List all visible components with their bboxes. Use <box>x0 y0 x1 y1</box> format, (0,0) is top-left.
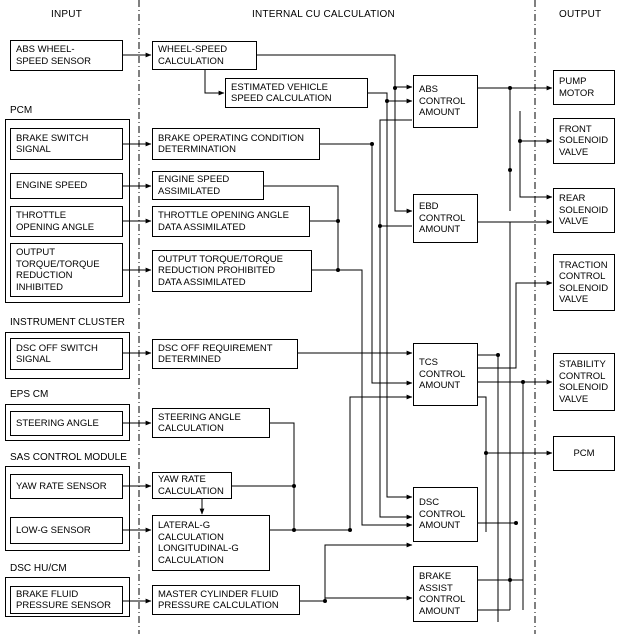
input-brake-switch-signal: BRAKE SWITCH SIGNAL <box>10 128 123 160</box>
input-engine-speed: ENGINE SPEED <box>10 173 123 199</box>
control-ebd-amount: EBD CONTROL AMOUNT <box>413 194 478 243</box>
input-output-torque: OUTPUT TORQUE/TORQUE REDUCTION INHIBITED <box>10 243 123 297</box>
control-abs-amount: ABS CONTROL AMOUNT <box>413 75 478 128</box>
calc-estimated-vehicle-speed: ESTIMATED VEHICLE SPEED CALCULATION <box>225 78 368 108</box>
output-pump-motor: PUMP MOTOR <box>553 70 615 105</box>
calc-wheel-speed: WHEEL-SPEED CALCULATION <box>152 41 257 70</box>
group-frame-eps-cm <box>5 404 130 441</box>
group-frame-pcm <box>5 119 130 303</box>
calc-master-cylinder-pressure: MASTER CYLINDER FLUID PRESSURE CALCULATI… <box>152 585 300 615</box>
group-label-pcm: PCM <box>10 105 33 116</box>
group-frame-sas <box>5 466 130 551</box>
output-rear-solenoid-valve: REAR SOLENOID VALVE <box>553 188 615 233</box>
input-yaw-rate-sensor: YAW RATE SENSOR <box>10 474 123 499</box>
calc-engine-speed-assimilated: ENGINE SPEED ASSIMILATED <box>152 171 264 200</box>
output-stability-control-valve: STABILITY CONTROL SOLENOID VALVE <box>553 353 615 411</box>
group-frame-instrument-cluster <box>5 332 130 379</box>
header-input: INPUT <box>51 9 82 20</box>
group-label-dsc-hu: DSC HU/CM <box>10 563 67 574</box>
input-steering-angle: STEERING ANGLE <box>10 411 123 436</box>
header-output: OUTPUT <box>559 9 602 20</box>
calc-lateral-longitudinal-g: LATERAL-G CALCULATION LONGITUDINAL-G CAL… <box>152 515 270 571</box>
input-dsc-off-switch-signal: DSC OFF SWITCH SIGNAL <box>10 338 123 370</box>
input-throttle-opening-angle: THROTTLE OPENING ANGLE <box>10 206 123 237</box>
output-pcm: PCM <box>553 436 615 471</box>
input-low-g-sensor: LOW-G SENSOR <box>10 517 123 544</box>
calc-throttle-assimilated: THROTTLE OPENING ANGLE DATA ASSIMILATED <box>152 206 310 237</box>
calc-dsc-off-requirement: DSC OFF REQUIREMENT DETERMINED <box>152 339 298 369</box>
group-label-instrument-cluster: INSTRUMENT CLUSTER <box>10 317 125 328</box>
output-front-solenoid-valve: FRONT SOLENOID VALVE <box>553 118 615 164</box>
header-calculation: INTERNAL CU CALCULATION <box>252 9 395 20</box>
input-abs-wheel-speed-sensor: ABS WHEEL- SPEED SENSOR <box>10 40 123 71</box>
control-dsc-amount: DSC CONTROL AMOUNT <box>413 487 478 542</box>
calc-brake-operating-condition: BRAKE OPERATING CONDITION DETERMINATION <box>152 128 320 160</box>
control-tcs-amount: TCS CONTROL AMOUNT <box>413 343 478 406</box>
input-brake-fluid-pressure-sensor: BRAKE FLUID PRESSURE SENSOR <box>10 586 123 614</box>
calc-yaw-rate: YAW RATE CALCULATION <box>152 472 232 499</box>
output-traction-control-valve: TRACTION CONTROL SOLENOID VALVE <box>553 254 615 311</box>
group-label-eps-cm: EPS CM <box>10 389 49 400</box>
calc-torque-assimilated: OUTPUT TORQUE/TORQUE REDUCTION PROHIBITE… <box>152 250 312 292</box>
group-label-sas: SAS CONTROL MODULE <box>10 452 127 463</box>
control-brake-assist-amount: BRAKE ASSIST CONTROL AMOUNT <box>413 566 478 622</box>
group-frame-dsc-hu <box>5 577 130 617</box>
calc-steering-angle: STEERING ANGLE CALCULATION <box>152 408 270 438</box>
